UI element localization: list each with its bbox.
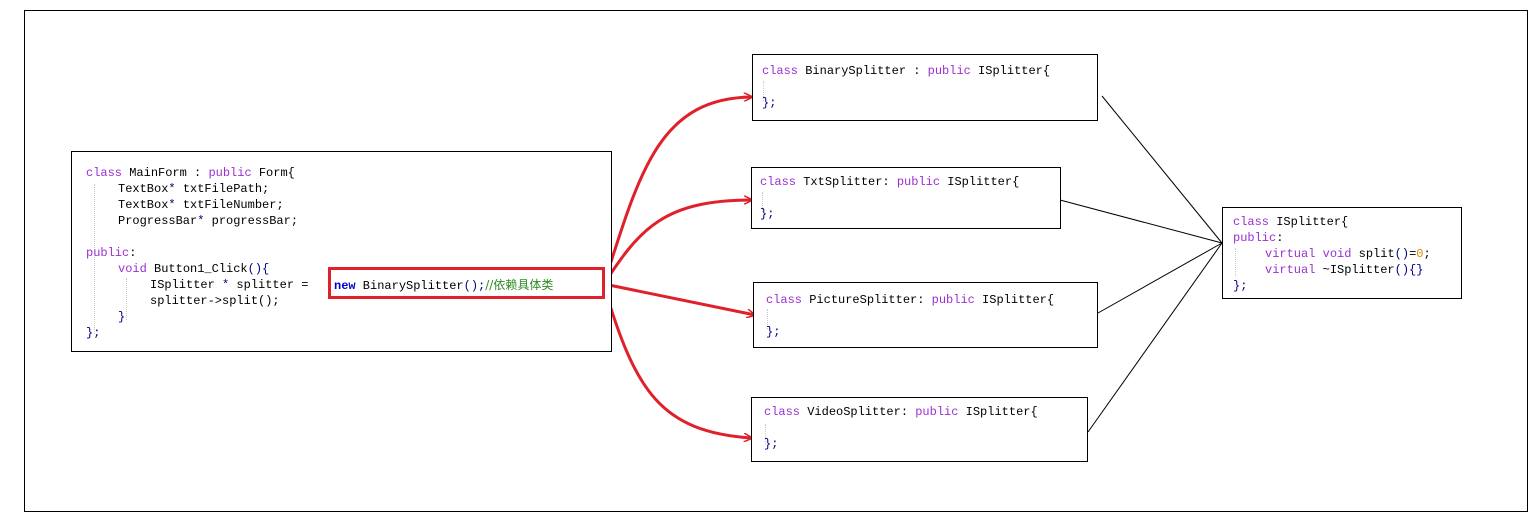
code-line-2: public:: [1233, 231, 1284, 245]
code-line-1: class MainForm : public Form{: [86, 166, 295, 180]
dependency-arrow-txt: [602, 200, 752, 285]
isplitter-box: class ISplitter{ public: virtual void sp…: [1222, 207, 1462, 299]
indent-guide: [94, 184, 95, 334]
indent-guide: [1235, 248, 1236, 276]
code-line-end: };: [766, 325, 781, 339]
code-line-11: };: [86, 326, 101, 340]
dependency-arrow-video: [602, 285, 752, 438]
txtsplitter-box: class TxtSplitter: public ISplitter{ };: [751, 167, 1061, 229]
inherit-line-txt: [1059, 199, 1223, 244]
videosplitter-box: class VideoSplitter: public ISplitter{ }…: [751, 397, 1088, 462]
indent-guide: [762, 192, 763, 212]
code-line-end: };: [764, 437, 779, 451]
dependency-arrow-picture: [603, 282, 755, 315]
diagram-frame: [24, 10, 1528, 512]
code-line-1: class VideoSplitter: public ISplitter{: [764, 405, 1038, 419]
mainform-code-box: class MainForm : public Form{ TextBox* t…: [71, 151, 612, 352]
indent-guide: [767, 309, 768, 329]
code-line-7: void Button1_Click(){: [118, 262, 270, 276]
binarysplitter-box: class BinarySplitter : public ISplitter{…: [752, 54, 1098, 121]
code-line-10: }: [118, 310, 126, 324]
dependency-arrow-binary: [602, 97, 752, 285]
code-line-end: };: [762, 96, 777, 110]
code-line-1: class ISplitter{: [1233, 215, 1349, 229]
code-line-4: ProgressBar* progressBar;: [118, 214, 299, 228]
code-line-4: virtual ~ISplitter(){}: [1265, 263, 1424, 277]
code-line-6: public:: [86, 246, 137, 260]
code-line-8-highlight: new BinarySplitter();//依赖具体类: [334, 278, 554, 293]
indent-guide: [765, 424, 766, 444]
code-line-8: ISplitter * splitter =: [150, 278, 309, 292]
inherit-line-video: [1087, 242, 1223, 433]
code-line-end: };: [760, 207, 775, 221]
indent-guide: [763, 81, 764, 101]
code-line-1: class PictureSplitter: public ISplitter{: [766, 293, 1055, 307]
inherit-line-binary: [1101, 95, 1223, 244]
code-line-9: splitter->split();: [150, 294, 280, 308]
code-line-end: };: [1233, 279, 1248, 293]
code-line-1: class BinarySplitter : public ISplitter{: [762, 64, 1051, 78]
picturesplitter-box: class PictureSplitter: public ISplitter{…: [753, 282, 1098, 348]
dependency-highlight-box: [328, 267, 605, 299]
code-line-1: class TxtSplitter: public ISplitter{: [760, 175, 1020, 189]
code-line-3: virtual void split()=0;: [1265, 247, 1431, 261]
code-line-2: TextBox* txtFilePath;: [118, 182, 270, 196]
inherit-line-picture: [1097, 242, 1223, 314]
code-line-3: TextBox* txtFileNumber;: [118, 198, 284, 212]
indent-guide: [126, 278, 127, 320]
